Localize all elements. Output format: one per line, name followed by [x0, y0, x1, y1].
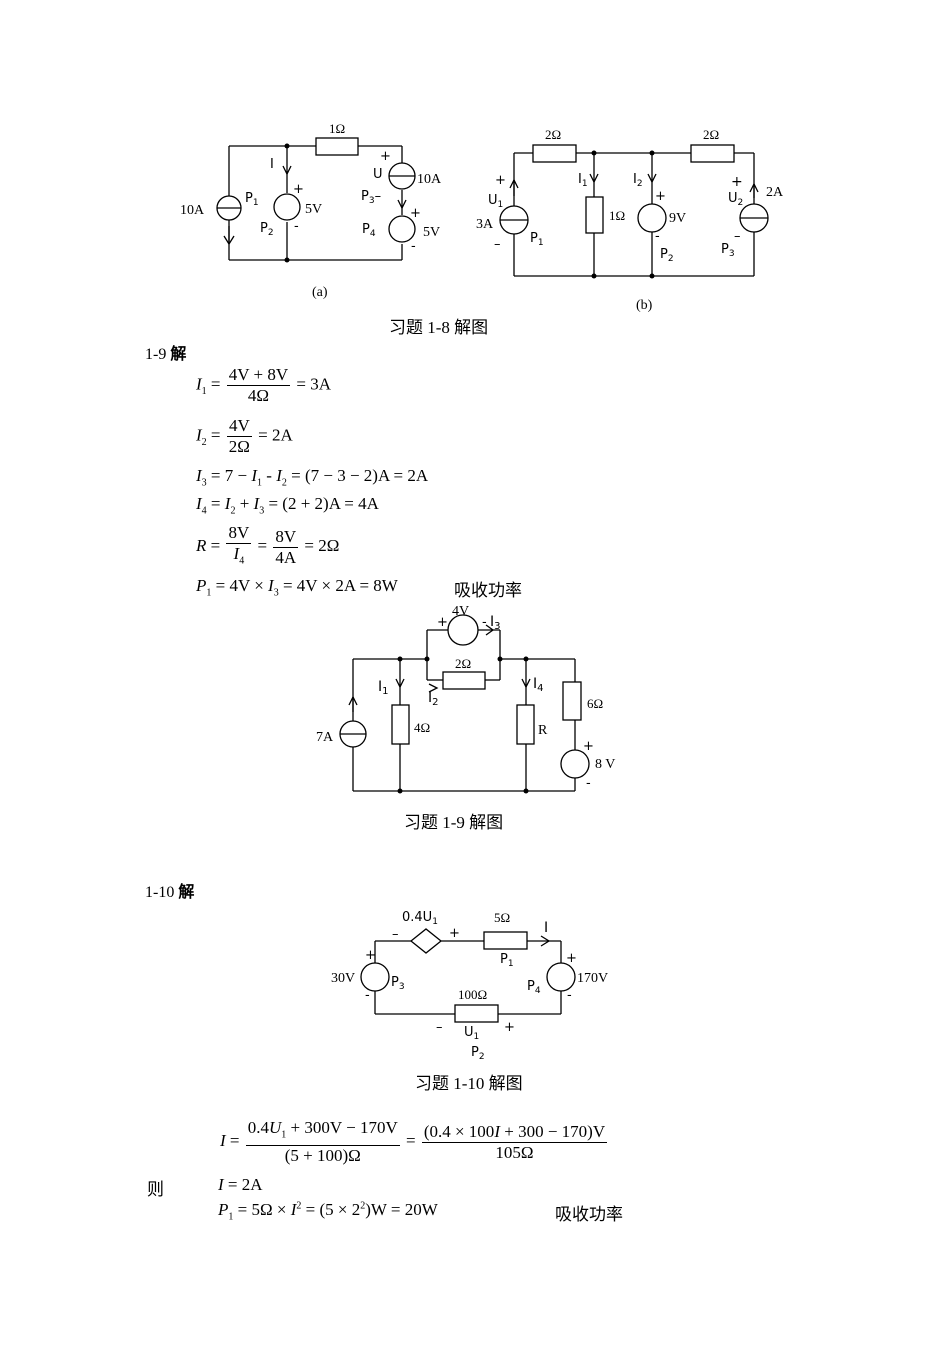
svg-text:0.4U1: 0.4U1 — [402, 910, 438, 927]
equation-1-9-4: I4 = I2 + I3 = (2 + 2)A = 4A — [196, 494, 379, 517]
svg-text:+: + — [495, 173, 506, 188]
svg-text:I: I — [544, 920, 548, 936]
equation-1-10-1: I = 0.4U1 + 300V − 170V(5 + 100)Ω = (0.4… — [220, 1118, 608, 1166]
svg-text:U2: U2 — [728, 191, 743, 208]
svg-text:3A: 3A — [476, 217, 494, 232]
svg-text:10A: 10A — [417, 172, 442, 187]
section-heading-1-10: 1-10 解 — [145, 884, 195, 901]
svg-text:9V: 9V — [669, 211, 686, 226]
svg-text:P2: P2 — [471, 1045, 485, 1062]
svg-text:P1: P1 — [530, 231, 544, 248]
svg-text:I4: I4 — [533, 676, 544, 694]
svg-text:-: - — [365, 988, 370, 1003]
figure-1-10: 0.4U1 – + 5Ω I P1 + 30V - P3 100Ω P4 + 1… — [331, 910, 608, 1062]
equation-1-10-2: I = 2A — [218, 1175, 263, 1194]
svg-text:170V: 170V — [577, 971, 608, 986]
svg-text:P1: P1 — [500, 952, 514, 969]
svg-text:+: + — [449, 926, 460, 941]
svg-text:–: – — [392, 927, 399, 942]
svg-text:I2: I2 — [428, 690, 439, 708]
svg-text:4Ω: 4Ω — [414, 720, 430, 735]
svg-text:R: R — [538, 723, 548, 738]
svg-text:100Ω: 100Ω — [458, 987, 487, 1002]
section-heading-1-9: 1-9 解 — [145, 346, 187, 363]
svg-text:P3: P3 — [721, 242, 735, 259]
svg-text:–: – — [494, 237, 501, 252]
svg-text:7A: 7A — [316, 730, 334, 745]
svg-text:P3–: P3– — [361, 189, 381, 206]
equation-1-9-3: I3 = 7 − I1 - I2 = (7 − 3 − 2)A = 2A — [196, 466, 429, 489]
svg-text:2A: 2A — [766, 185, 784, 200]
svg-text:U: U — [373, 167, 383, 182]
resistor-label-1ohm: 1Ω — [329, 121, 345, 136]
figure-1-8a: 1Ω I + 5V - 10A P1 P2 + U 10A P3– + P4 5… — [180, 121, 442, 300]
then-label: 则 — [147, 1180, 164, 1199]
equation-1-10-3: P1 = 5Ω × I2 = (5 × 22)W = 20W — [218, 1200, 438, 1223]
svg-text:I1: I1 — [578, 172, 588, 189]
absorbed-power-note-1: 吸收功率 — [454, 581, 522, 600]
svg-text:5Ω: 5Ω — [494, 910, 510, 925]
svg-text:+: + — [583, 739, 594, 754]
subfigure-label-a: (a) — [312, 285, 328, 300]
svg-text:+: + — [504, 1020, 515, 1035]
resistor-label-right: 2Ω — [703, 127, 719, 142]
figure-1-9: 4V + - I3 2Ω I1 I2 I4 6Ω 4Ω R 7A + 8 V - — [316, 604, 615, 794]
svg-text:5V: 5V — [423, 225, 440, 240]
svg-text:10A: 10A — [180, 203, 205, 218]
svg-text:+: + — [380, 149, 391, 164]
svg-text:-: - — [655, 229, 660, 244]
svg-text:5V: 5V — [305, 202, 322, 217]
svg-text:U1: U1 — [464, 1025, 479, 1042]
resistor-label-left: 2Ω — [545, 127, 561, 142]
svg-text:P4: P4 — [362, 222, 376, 239]
svg-text:P2: P2 — [660, 247, 674, 264]
caption-1-10: 习题 1-10 解图 — [415, 1074, 523, 1093]
svg-text:+: + — [365, 948, 376, 963]
caption-1-8: 习题 1-8 解图 — [389, 318, 489, 337]
svg-text:I1: I1 — [378, 679, 389, 697]
svg-text:8 V: 8 V — [595, 757, 615, 772]
figure-1-8b: 2Ω 2Ω I1 I2 + U1 3A – P1 1Ω + 9V - P2 + … — [476, 127, 784, 313]
svg-text:P2: P2 — [260, 221, 274, 238]
caption-1-9: 习题 1-9 解图 — [404, 813, 504, 832]
svg-text:I3: I3 — [490, 614, 501, 632]
svg-text:-: - — [294, 219, 299, 234]
svg-text:-: - — [586, 776, 591, 791]
absorbed-power-note-2: 吸收功率 — [555, 1205, 623, 1224]
svg-text:–: – — [734, 229, 741, 244]
svg-text:P4: P4 — [527, 979, 541, 996]
svg-text:+: + — [566, 951, 577, 966]
equation-1-9-6: P1 = 4V × I3 = 4V × 2A = 8W — [196, 576, 398, 599]
subfigure-label-b: (b) — [636, 298, 653, 313]
svg-text:+: + — [655, 189, 666, 204]
svg-text:2Ω: 2Ω — [455, 656, 471, 671]
svg-text:+: + — [731, 174, 743, 190]
svg-text:6Ω: 6Ω — [587, 696, 603, 711]
svg-text:I: I — [270, 157, 274, 172]
svg-text:-: - — [482, 615, 487, 630]
svg-text:+: + — [437, 615, 448, 630]
svg-text:-: - — [567, 988, 572, 1003]
svg-text:–: – — [436, 1020, 443, 1035]
svg-text:U1: U1 — [488, 193, 503, 210]
svg-text:-: - — [411, 239, 416, 254]
svg-text:1Ω: 1Ω — [609, 208, 625, 223]
svg-text:4V: 4V — [452, 604, 469, 619]
svg-text:+: + — [410, 206, 421, 221]
svg-text:P3: P3 — [391, 975, 405, 992]
svg-text:I2: I2 — [633, 172, 643, 189]
svg-text:30V: 30V — [331, 971, 355, 986]
svg-text:P1: P1 — [245, 191, 259, 208]
svg-text:+: + — [293, 182, 304, 197]
